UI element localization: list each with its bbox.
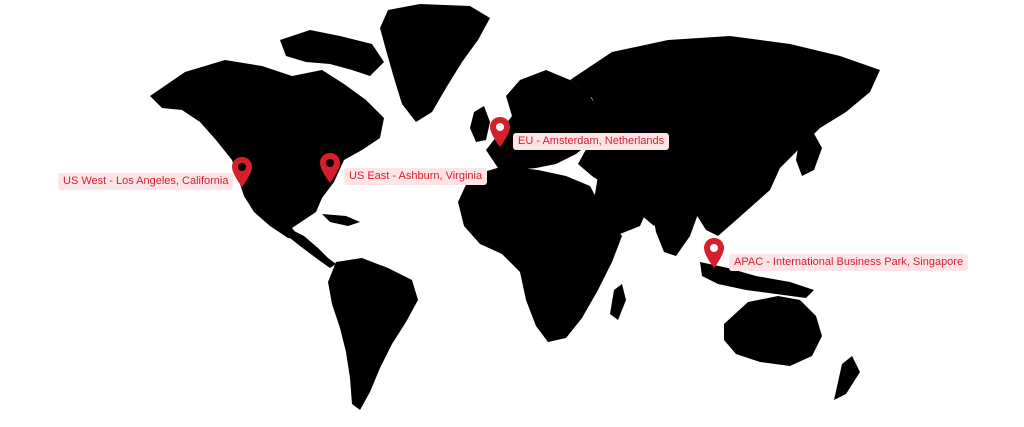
australia bbox=[724, 296, 822, 366]
north-america bbox=[150, 60, 384, 240]
arctic-islands bbox=[280, 30, 384, 76]
south-america bbox=[328, 258, 418, 410]
central-america bbox=[288, 228, 336, 268]
japan bbox=[796, 130, 822, 176]
location-label-us-west[interactable]: US West - Los Angeles, California bbox=[58, 173, 234, 190]
caribbean bbox=[322, 214, 360, 226]
map-pin-icon[interactable] bbox=[319, 152, 341, 184]
asia bbox=[570, 36, 880, 236]
location-label-us-east[interactable]: US East - Ashburn, Virginia bbox=[344, 168, 488, 185]
location-label-eu[interactable]: EU - Amsterdam, Netherlands bbox=[513, 133, 670, 150]
greenland bbox=[380, 4, 490, 122]
india bbox=[652, 204, 698, 256]
location-label-apac[interactable]: APAC - International Business Park, Sing… bbox=[729, 254, 969, 271]
new-zealand bbox=[834, 356, 860, 400]
united-kingdom bbox=[470, 106, 490, 142]
map-pin-icon[interactable] bbox=[489, 116, 511, 148]
map-pin-icon[interactable] bbox=[703, 237, 725, 269]
africa bbox=[458, 166, 622, 342]
southeast-asia bbox=[700, 262, 814, 298]
madagascar bbox=[610, 284, 626, 320]
map-pin-icon[interactable] bbox=[231, 156, 253, 188]
